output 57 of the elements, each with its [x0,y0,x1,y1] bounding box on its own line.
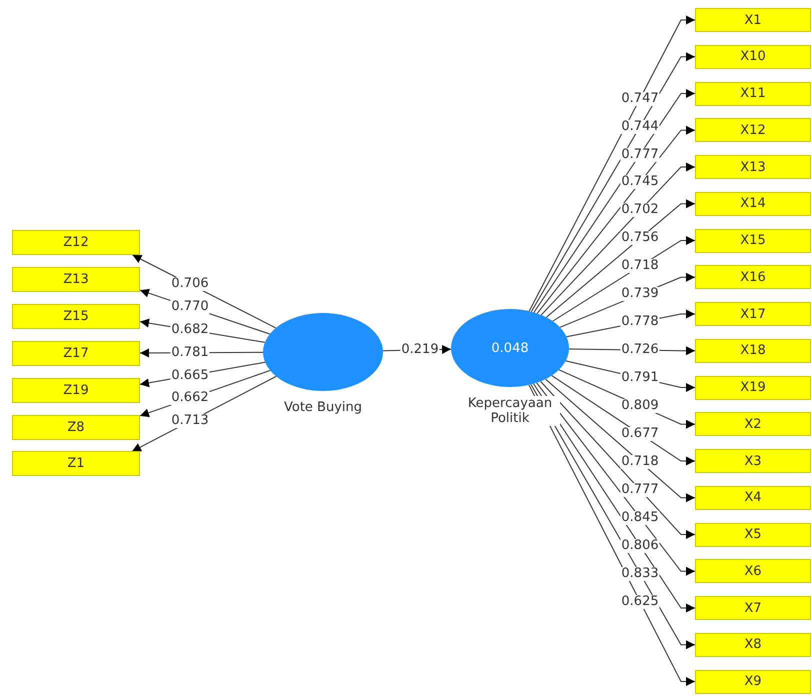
indicator-box: X1 [695,8,811,32]
indicator-box: X3 [695,449,811,473]
edge-label: 0.809 [620,398,660,413]
indicator-box: X16 [695,265,811,290]
arrow [533,89,696,313]
indicator-box: X14 [695,192,811,216]
indicator-box: X10 [695,44,811,69]
edge-label: 0.745 [620,175,660,190]
indicator-box: Z19 [12,378,140,403]
indicator-box: Z15 [12,304,140,329]
edge-label: 0.706 [170,277,210,292]
indicator-box: Z13 [12,266,140,292]
edge-label: 0.739 [620,287,660,302]
arrow [540,162,696,316]
indicator-box: X11 [695,82,811,106]
arrow [536,126,696,314]
indicator-box: X7 [695,596,811,620]
indicator-box: X13 [695,155,811,179]
edge-label: 0.778 [620,315,660,330]
arrow [540,380,696,539]
edge-label: 0.744 [620,120,660,134]
indicator-box: Z12 [12,230,140,255]
edge-label: 0.718 [620,259,660,274]
indicator-box: X15 [695,228,811,252]
indicator-box: X5 [695,522,811,546]
indicator-box: X9 [695,670,811,694]
indicator-box: X17 [695,302,811,326]
indicator-box: X2 [695,412,811,436]
edge-label: 0.682 [170,322,210,337]
edge-label: 0.756 [620,231,660,246]
edge-label: 0.770 [170,300,210,314]
edge-label: 0.713 [170,414,210,428]
edge-label: 0.625 [620,594,660,609]
edge-label: 0.777 [620,482,660,497]
construct-name: Vote Buying [284,400,362,415]
arrow [546,199,696,318]
indicator-box: X18 [695,338,811,363]
edge-label: 0.806 [620,538,660,553]
indicator-box: X8 [695,632,811,657]
indicator-box: X12 [695,118,811,142]
indicator-box: X4 [695,486,811,510]
edge-label: 0.677 [620,426,660,441]
indicator-box: X6 [695,559,811,584]
edge-label: 0.718 [620,454,660,469]
indicator-box: Z8 [12,414,140,440]
edge-label: 0.845 [620,510,660,525]
edge-label: 0.702 [620,203,660,218]
indicator-box: Z1 [12,451,140,476]
edge-label: 0.791 [620,371,660,386]
indicator-box: Z17 [12,340,140,366]
edge-label: 0.662 [170,391,210,406]
edge-label: 0.777 [620,148,660,162]
arrow [545,378,696,502]
indicator-box: X19 [695,376,811,400]
edge-label: 0.747 [620,92,660,106]
edge-label: 0.833 [620,566,660,581]
r-squared-value: 0.048 [491,340,529,356]
